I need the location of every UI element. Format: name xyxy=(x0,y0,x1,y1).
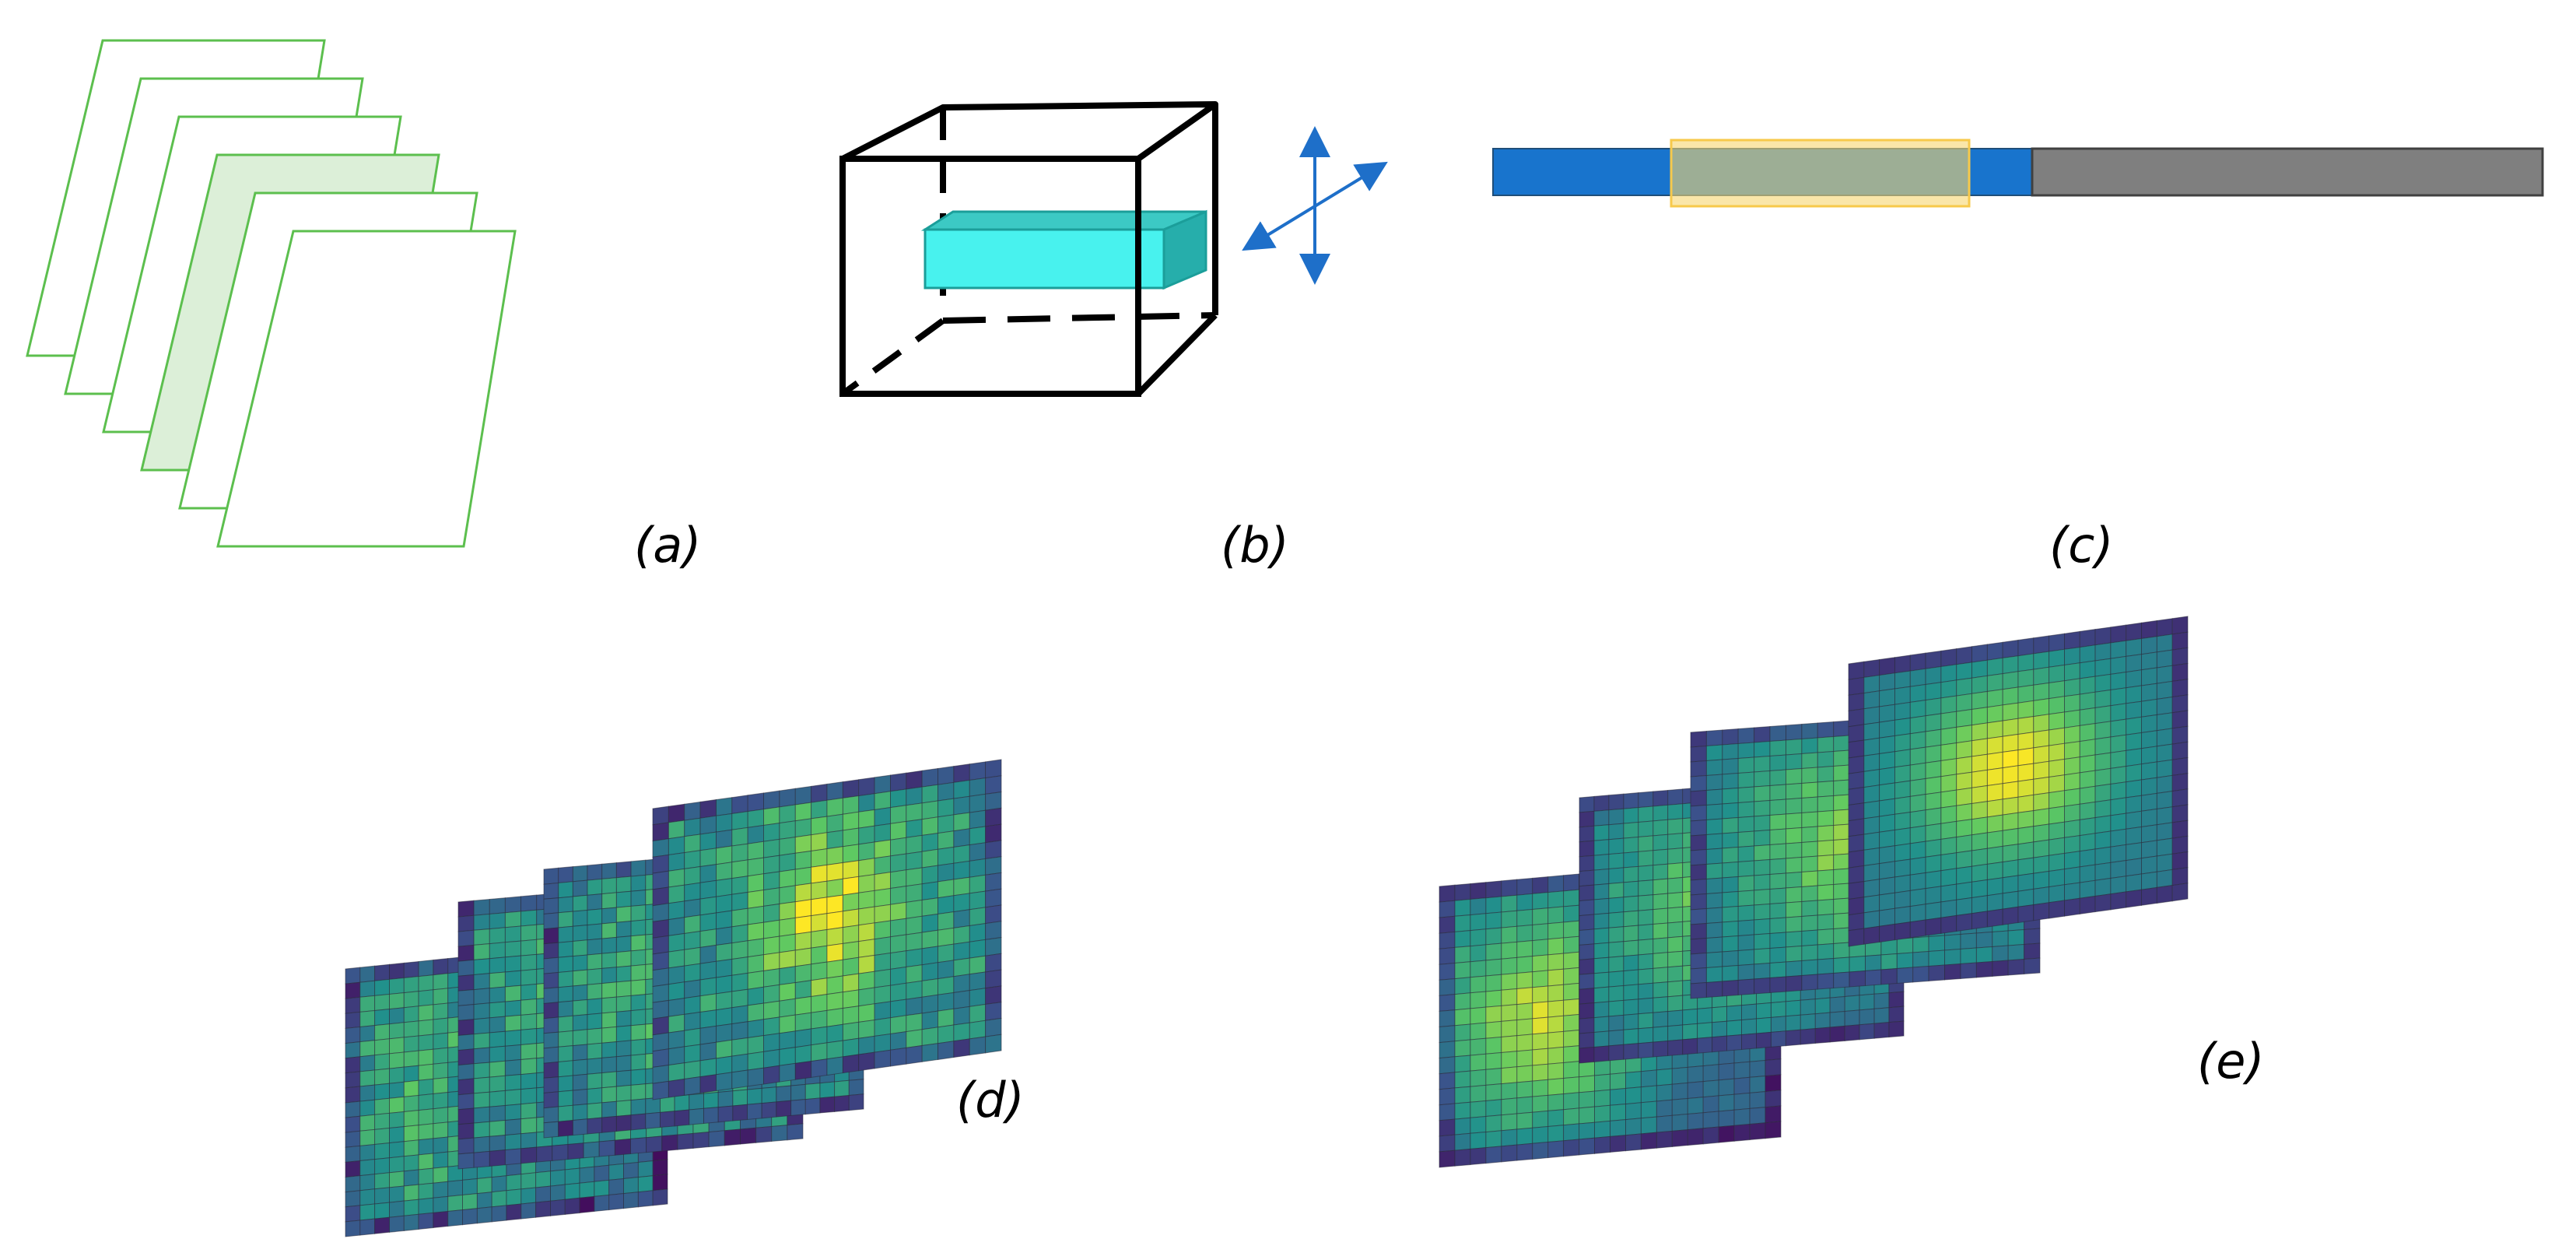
panel-e-heatmap-stack xyxy=(1439,616,2189,1168)
inner-box-front xyxy=(924,228,1165,290)
cube-bottom-edge xyxy=(1136,313,1218,396)
inner-box-top xyxy=(920,210,1207,231)
heatmap-layer xyxy=(1848,616,2189,947)
bar-gray-segment xyxy=(2031,147,2544,197)
label-b: (b) xyxy=(1221,517,1289,574)
label-a: (a) xyxy=(634,517,701,574)
label-c: (c) xyxy=(2049,517,2113,574)
diagonal-double-arrow xyxy=(1242,161,1388,251)
sheet xyxy=(216,230,517,548)
panel-d-heatmap-stack xyxy=(345,759,1002,1237)
panel-a-sheet-stack xyxy=(26,39,517,548)
cube-top-face xyxy=(841,101,1218,162)
cube-hidden-edge xyxy=(942,312,1216,324)
panel-c-bar xyxy=(1492,139,2544,208)
bar-highlight-window xyxy=(1670,139,1971,208)
label-d: (d) xyxy=(956,1072,1025,1128)
label-e: (e) xyxy=(2197,1033,2265,1090)
panel-b-cube xyxy=(839,101,1388,397)
heatmap-layer xyxy=(652,759,1002,1100)
cube-hidden-edge xyxy=(840,318,945,397)
